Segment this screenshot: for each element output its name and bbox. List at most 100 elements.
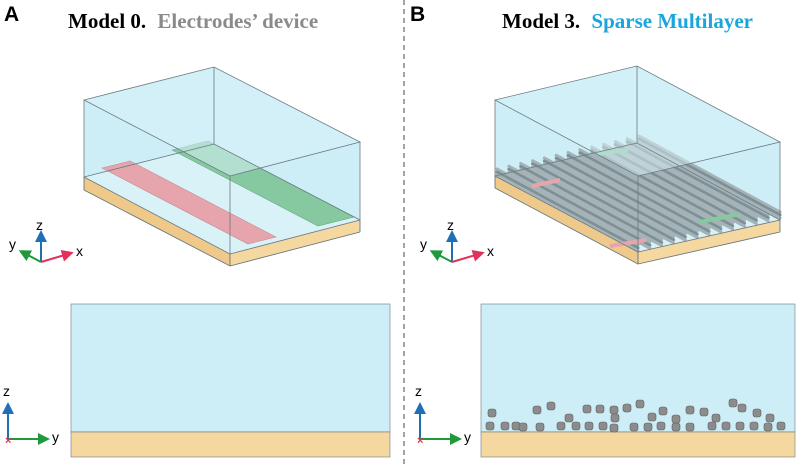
bottom-plane — [84, 144, 360, 254]
nanowire-section — [532, 405, 542, 415]
panel-b: B Model 3. Sparse Multilayer z x y — [410, 3, 796, 458]
y-axis-label: y — [464, 429, 471, 445]
nanowire-section — [752, 408, 762, 418]
nanowire-section — [635, 399, 645, 409]
x-axis-label: x — [76, 243, 83, 259]
isometric-model-3 — [493, 65, 782, 265]
nanowire-section — [765, 413, 775, 423]
electrode-patch — [531, 178, 561, 188]
y-axis-label: y — [52, 429, 59, 445]
side-view-model-0 — [70, 303, 391, 458]
nanowire-section — [609, 423, 619, 433]
panel-a: A Model 0. Electrodes’ device — [2, 3, 391, 458]
nanowire-section — [749, 421, 759, 431]
nanowire-section — [571, 421, 581, 431]
nanowire — [554, 159, 699, 239]
axis-triad-b-side: × z y — [414, 383, 471, 447]
nanowire-section — [685, 422, 695, 432]
x-axis-arrow — [451, 249, 485, 263]
z-axis-label: z — [36, 217, 43, 233]
axis-triad-a: z x y — [9, 217, 83, 263]
nanowire-section — [518, 422, 528, 432]
nanowire-section — [598, 421, 608, 431]
nanowire-section — [485, 421, 495, 431]
y-axis-arrow — [429, 250, 453, 263]
nanowire-section — [500, 421, 510, 431]
nanowire — [495, 167, 640, 247]
side-substrate — [480, 431, 796, 458]
side-water — [480, 303, 796, 433]
nanowire — [566, 151, 711, 230]
nanowire-section — [609, 405, 619, 415]
x-axis-label: x — [487, 243, 494, 259]
y-axis-arrow — [18, 250, 42, 263]
nanowire-section — [546, 401, 556, 411]
nanowire — [507, 167, 652, 247]
nanowire — [590, 151, 735, 231]
panel-a-title-suffix: Electrodes’ device — [157, 9, 318, 33]
nanowire-section — [556, 421, 566, 431]
side-view-model-3 — [480, 303, 796, 458]
nanowire-section — [776, 421, 786, 431]
nanowire-section — [735, 421, 745, 431]
nanowire-section — [658, 406, 668, 416]
nanowire-section — [582, 404, 592, 414]
nanowire-section — [737, 403, 747, 413]
nanowire-section — [699, 407, 709, 417]
panel-letter-a: A — [4, 3, 19, 26]
water-top-face — [495, 66, 780, 176]
x-axis-into-page-icon: × — [417, 435, 423, 447]
nanowire — [531, 162, 675, 242]
z-axis-label: z — [447, 217, 454, 233]
nanowire-section — [707, 421, 717, 431]
axis-triad-a-side: × z y — [2, 383, 59, 447]
nanowire — [566, 157, 711, 236]
nanowire — [566, 154, 711, 233]
nanowire-section — [671, 414, 681, 424]
panel-a-title-prefix: Model 0. — [68, 9, 146, 33]
nanowire-section — [535, 422, 545, 432]
side-substrate — [70, 431, 391, 458]
axis-triad-b: z x y — [420, 217, 494, 263]
z-axis-label: z — [415, 383, 422, 399]
electrode-patch — [609, 238, 647, 248]
x-axis-arrow — [40, 249, 74, 263]
nanowire-section — [610, 413, 620, 423]
nanowire-section — [622, 403, 632, 413]
y-axis-label: y — [420, 236, 427, 252]
y-axis-label: y — [9, 236, 16, 252]
nanowire-section — [763, 422, 773, 432]
nanowire-section — [685, 405, 695, 415]
nanowire — [542, 156, 687, 236]
nanowire — [495, 170, 640, 250]
nanowire-cross-sections — [485, 398, 786, 433]
water-top-face — [84, 67, 360, 176]
electrode-red — [101, 160, 277, 245]
nanowire-section — [595, 404, 605, 414]
panel-letter-b: B — [410, 3, 425, 26]
nanowire — [578, 154, 723, 234]
nanowire — [531, 159, 675, 239]
nanowire-section — [711, 413, 721, 423]
isometric-model-0 — [82, 66, 362, 267]
nanowire — [554, 156, 699, 236]
nanowire — [554, 153, 699, 233]
nanowire-section — [671, 422, 681, 432]
electrode-patch — [699, 212, 741, 224]
nanowire-section — [584, 421, 594, 431]
z-axis-label: z — [3, 383, 10, 399]
nanowire-section — [728, 398, 738, 408]
nanowire — [542, 159, 687, 239]
nanowire-section — [656, 421, 666, 431]
nanowire — [495, 173, 640, 253]
side-water — [70, 303, 391, 433]
nanowire — [507, 164, 652, 244]
nanowire-section — [629, 422, 639, 432]
panel-b-title: Model 3. Sparse Multilayer — [502, 9, 753, 33]
panel-b-title-suffix: Sparse Multilayer — [591, 9, 753, 33]
panel-b-title-prefix: Model 3. — [502, 9, 580, 33]
nanowire — [578, 148, 723, 228]
panel-a-title: Model 0. Electrodes’ device — [68, 9, 318, 33]
nanowire-section — [647, 412, 657, 422]
